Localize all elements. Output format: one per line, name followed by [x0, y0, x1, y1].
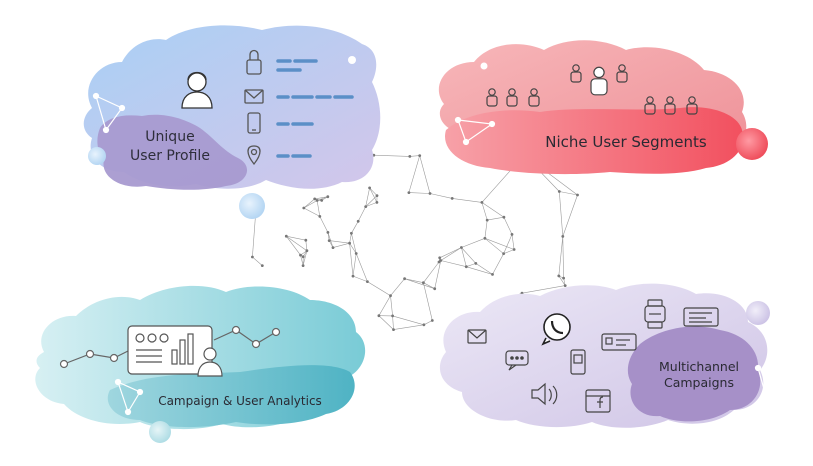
unique-user-profile-cloud: Unique User Profile: [83, 25, 381, 190]
group-people-icon: [486, 64, 698, 115]
smartwatch-icon: [644, 299, 666, 329]
phone-icon: [247, 112, 261, 134]
multichannel-campaigns-cloud: Multichannel Campaigns: [439, 283, 784, 428]
multichannel-label-line1: Multichannel: [659, 359, 739, 374]
triangle-decoration: [754, 364, 784, 400]
speaker-icon: [531, 382, 558, 406]
profile-label-line1: Unique: [145, 129, 194, 145]
segments-label: Niche User Segments: [545, 133, 707, 151]
card-icon: [601, 333, 637, 351]
profile-detail-lines: [276, 59, 354, 158]
chat-bubble-icon: [505, 350, 529, 371]
decorative-bubble: [736, 128, 768, 160]
decorative-bubble: [746, 301, 770, 325]
facebook-icon: [585, 389, 611, 413]
triangle-decoration: [114, 378, 144, 416]
profile-label-line2: User Profile: [130, 148, 210, 164]
whatsapp-icon: [541, 313, 571, 346]
decorative-bubble: [239, 193, 265, 219]
lock-icon: [246, 49, 262, 75]
triangle-decoration: [92, 92, 126, 134]
mobile-icon: [570, 349, 586, 375]
triangle-decoration: [454, 116, 496, 146]
analytics-label: Campaign & User Analytics: [158, 394, 322, 408]
message-card-icon: [683, 307, 719, 327]
niche-user-segments-cloud: Niche User Segments: [438, 40, 747, 175]
multichannel-label-line2: Campaigns: [664, 375, 734, 390]
envelope-icon: [467, 329, 487, 344]
user-icon: [197, 347, 223, 377]
dashboard-icon: [127, 325, 213, 375]
trend-line: [59, 325, 281, 369]
envelope-icon: [244, 89, 264, 104]
location-pin-icon: [247, 145, 261, 166]
person-icon: [181, 71, 213, 109]
decorative-bubble: [88, 147, 106, 165]
campaign-analytics-cloud: Campaign & User Analytics: [35, 285, 366, 430]
decorative-bubble: [149, 421, 171, 443]
